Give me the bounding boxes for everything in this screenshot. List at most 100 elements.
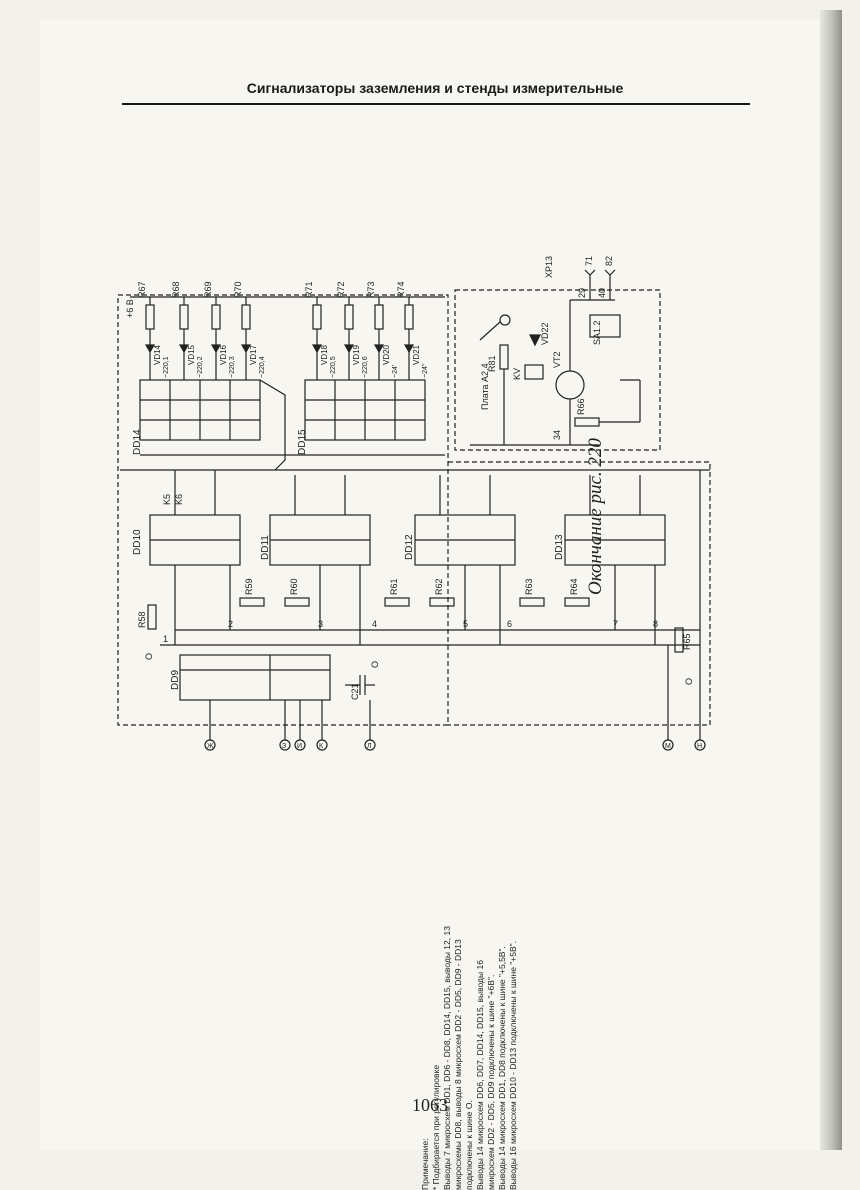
capacitor-c21: C21 [350,683,360,700]
page-sheet [40,20,820,1150]
resistor-r71: R71 [304,281,314,298]
chip-label-dd13: DD13 [554,534,565,560]
led-value-5: ~220,5 [330,356,337,378]
terminal-k [316,739,328,751]
terminal-label-l: Л [367,743,372,750]
switch-label-k6: K6 [174,494,184,505]
chip-label-dd9: DD9 [170,670,181,690]
note-line: подключены к шине О. [464,1100,474,1190]
note-line: микросхем DD2 - DD5, DD9 подключены к ши… [486,974,496,1190]
led-value-1: ~220,1 [163,356,170,378]
plate-pin-34: 34 [552,430,562,440]
switch-label-k5: K5 [162,494,172,505]
terminal-label-zh: Ж [207,743,214,750]
led-vd17: VD17 [249,344,258,365]
terminal-label-m: М [665,743,671,750]
notes-block: Примечание: * Подбирается при регулировк… [420,670,860,1190]
connector-pin-82: 82 [604,256,614,266]
led-vd19: VD19 [352,344,361,365]
page-header-title: Сигнализаторы заземления и стенды измери… [246,80,624,96]
bus-number-3: 3 [318,619,323,629]
resistor-r73: R73 [366,281,376,298]
plate-part-vd22: VD22 [540,322,550,345]
resistor-r62: R62 [434,578,444,595]
plate-part-r66: R66 [576,398,586,415]
resistor-r63: R63 [524,578,534,595]
note-line: Выводы 7 микросхем DD1, DD6 - DD8, DD14,… [442,926,452,1190]
bus-number-2: 2 [228,619,233,629]
note-line: Выводы 16 микросхем DD10 - DD13 подключе… [508,940,518,1190]
note-line: Выводы 14 микросхем DD1, DD8 подключены … [497,946,507,1190]
resistor-r65: R65 [682,633,692,650]
terminal-l [364,739,376,751]
transistor-vt2 [555,370,585,400]
led-vd14: VD14 [153,344,162,365]
bus-number-7: 7 [613,619,618,629]
terminal-i [294,739,306,751]
chip-label-dd10: DD10 [132,529,143,555]
header-rule [122,103,750,105]
resistor-r72: R72 [336,281,346,298]
resistor-r67: R67 [137,281,147,298]
ground-label-3: О [684,678,694,685]
resistor-r59: R59 [244,578,254,595]
plate-pin-40: 40 [597,288,607,298]
figure-caption: Окончание рис. 220 [585,438,606,595]
book-spine [820,10,842,1150]
bus-number-8: 8 [653,619,658,629]
resistor-r60: R60 [289,578,299,595]
terminal-z [279,739,291,751]
ground-label-1: О [370,661,380,668]
led-value-3: ~220,3 [229,356,236,378]
note-line: Примечание: [420,1138,430,1190]
plate-part-r81: R81 [487,355,497,372]
resistor-r68: R68 [171,281,181,298]
terminal-label-z: З [282,743,286,750]
note-line: * Подбирается при регулировке [431,1064,441,1190]
resistor-r64: R64 [569,578,579,595]
led-value-4: ~220,4 [259,356,266,378]
supply-label: +6 В [125,299,135,318]
bus-number-1: 1 [163,634,168,644]
plate-label: Плата А2.4 [480,363,490,410]
chip-label-dd15: DD15 [297,429,308,455]
ground-label-2: О [144,653,154,660]
bus-number-5: 5 [463,619,468,629]
chip-label-dd11: DD11 [260,535,271,560]
plate-boundary [454,289,661,451]
resistor-r61: R61 [389,578,399,595]
terminal-label-i: И [297,743,302,750]
plate-part-vt2: VT2 [552,351,562,368]
bus-number-4: 4 [372,619,377,629]
connector-pin-71: 71 [584,256,594,266]
plate-pin-29: 29 [577,288,587,298]
resistor-r74: R74 [396,281,406,298]
chip-label-dd14: DD14 [132,429,143,455]
terminal-n [694,739,706,751]
led-value-7: ~24' [392,365,399,378]
terminal-zh [204,739,216,751]
led-value-8: ~24'' [422,363,429,378]
connector-label: XP13 [544,256,554,278]
resistor-r69: R69 [203,281,213,298]
terminal-m [662,739,674,751]
led-vd16: VD16 [219,344,228,365]
top-resistor-group [145,297,414,380]
led-vd18: VD18 [320,344,329,365]
page-number: 1063 [412,1095,448,1115]
note-line: микросхемы DD8, выводы 8 микросхем DD2 -… [453,939,463,1190]
led-vd21: VD21 [412,344,421,365]
led-value-2: ~220,2 [197,356,204,378]
plate-part-kv: KV [512,368,522,380]
led-vd20: VD20 [382,344,391,365]
resistor-r70: R70 [233,281,243,298]
bus-number-6: 6 [507,619,512,629]
note-line: Выводы 14 микросхем DD6, DD7, DD14, DD15… [475,960,485,1190]
chip-label-dd12: DD12 [404,534,415,560]
led-vd15: VD15 [187,344,196,365]
resistor-r58: R58 [137,611,147,628]
chip-dd9-body [179,654,331,701]
led-value-6: ~220,6 [362,356,369,378]
plate-part-sa1: SA1.2 [592,320,602,345]
